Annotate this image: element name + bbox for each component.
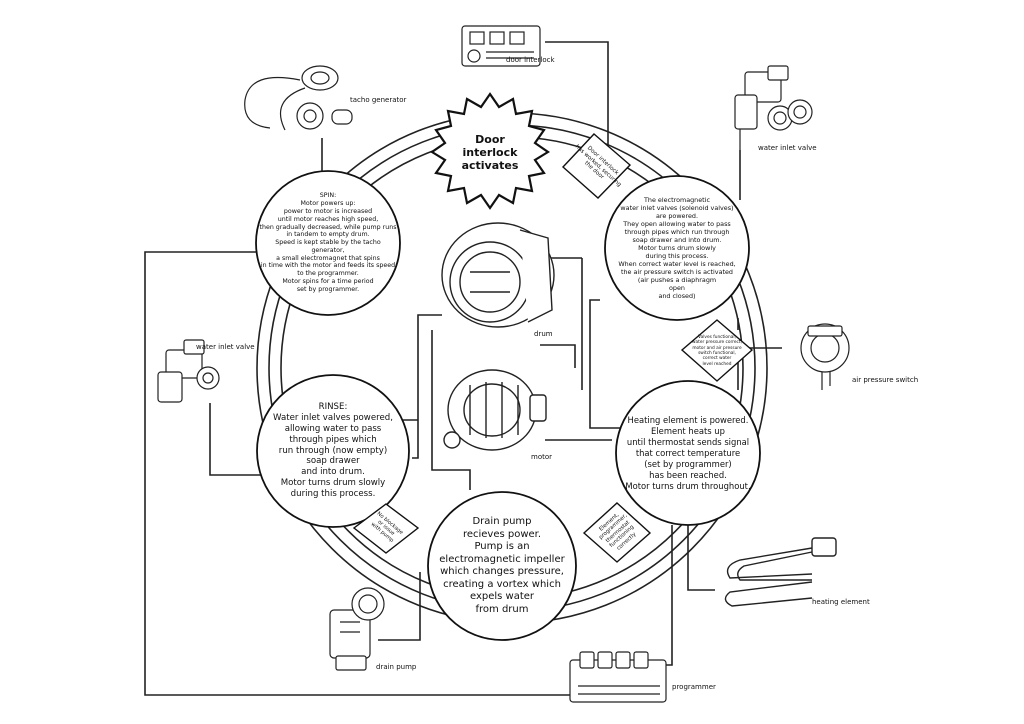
drum-label: drum: [534, 330, 553, 338]
drum-illustration: [441, 222, 555, 328]
heat-step-text: Heating element is powered. Element heat…: [625, 414, 751, 491]
rinse-step-circle: [256, 374, 410, 528]
door-interlock-label: door interlock: [506, 56, 555, 64]
connector-lines: [144, 41, 782, 696]
drain-pump-label: drain pump: [376, 663, 417, 671]
valves-condition-text: Valves functional, water pressure correc…: [692, 334, 742, 367]
step-circles: [255, 170, 761, 641]
condition-diamonds: [352, 133, 754, 563]
water-inlet-valve-right-illustration: [734, 65, 813, 150]
motor-illustration: [443, 369, 547, 451]
fill-step-circle: [604, 175, 750, 321]
door-condition-diamond: [561, 133, 632, 199]
heat-step: Heating element is powered. Element heat…: [620, 398, 756, 508]
fill-step-text: The electromagnetic water inlet valves (…: [618, 196, 736, 300]
spin-step-circle: [255, 170, 401, 316]
heat-step-circle: [615, 380, 761, 526]
air-pressure-switch-label: air pressure switch: [852, 376, 919, 384]
door-interlock-illustration: [461, 25, 541, 67]
air-pressure-switch-illustration: [800, 323, 850, 390]
tacho-generator-label: tacho generator: [350, 96, 407, 104]
heating-element-illustration: [724, 537, 837, 607]
drain-step-circle: [427, 491, 577, 641]
programmer-illustration: [569, 651, 667, 703]
drain-step: Drain pump recieves power. Pump is an el…: [432, 504, 572, 628]
water-inlet-valve-left-illustration: [157, 339, 220, 403]
drain-pump-illustration: [329, 587, 385, 671]
rinse-step-text: RINSE: Water inlet valves powered, allow…: [273, 402, 393, 499]
programmer-label: programmer: [672, 683, 716, 691]
blockage-condition-diamond: [352, 503, 420, 554]
valves-condition-diamond: [680, 319, 754, 382]
motor-label: motor: [531, 453, 553, 461]
door-interlock-activates-text: Door interlock activates: [461, 132, 519, 172]
door-interlock-starburst: [429, 92, 551, 210]
heating-element-label: heating element: [812, 598, 870, 606]
rinse-step: RINSE: Water inlet valves powered, allow…: [262, 386, 404, 516]
spin-step: SPIN: Motor powers up: power to motor is…: [258, 183, 398, 303]
water-inlet-valve-right-label: water inlet valve: [758, 144, 817, 152]
tacho-generator-illustration: [244, 65, 353, 131]
drain-step-text: Drain pump recieves power. Pump is an el…: [439, 516, 565, 615]
water-inlet-valve-left-label: water inlet valve: [196, 343, 255, 351]
fill-step: The electromagnetic water inlet valves (…: [607, 188, 747, 308]
element-condition-diamond: [582, 502, 652, 563]
spin-step-text: SPIN: Motor powers up: power to motor is…: [259, 192, 397, 293]
